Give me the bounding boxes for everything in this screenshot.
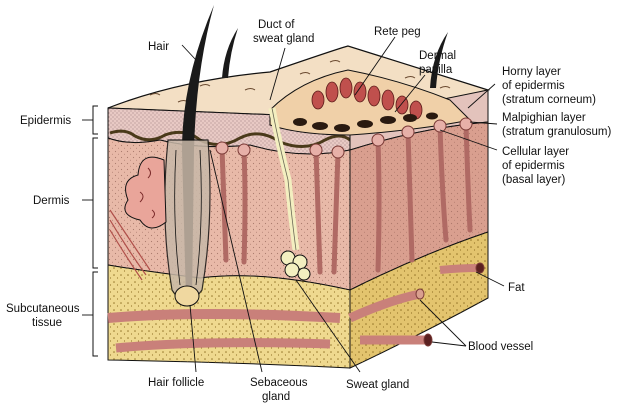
- leader-lines: [181, 36, 505, 373]
- label-cell-2: of epidermis: [502, 160, 565, 172]
- label-malp-1: Malpighian layer: [502, 112, 586, 124]
- sweat-gland-coil: [280, 250, 311, 281]
- label-blood-vessel: Blood vessel: [468, 341, 533, 353]
- hair-shaft-3: [222, 28, 238, 78]
- hair-follicle: [164, 139, 211, 302]
- label-horny-2: of epidermis: [502, 80, 565, 92]
- label-sweat-gland: Sweat gland: [346, 379, 409, 391]
- label-cell-3: (basal layer): [502, 174, 565, 186]
- label-malp-2: (stratum granulosum): [502, 126, 611, 138]
- label-rete-peg: Rete peg: [374, 26, 421, 38]
- label-hair: Hair: [148, 41, 169, 53]
- label-sebaceous-1: Sebaceous: [250, 377, 308, 389]
- dermal-vessel-loops: [215, 117, 473, 159]
- sebaceous-gland: [124, 156, 167, 229]
- dermal-vessels: [219, 121, 473, 275]
- hair-shaft-2: [430, 32, 448, 88]
- label-dermal-1: Dermal: [419, 50, 456, 62]
- label-epidermis: Epidermis: [20, 115, 71, 127]
- label-subq-1: Subcutaneous: [6, 303, 80, 315]
- rete-pegs: [311, 77, 423, 120]
- label-cell-1: Cellular layer: [502, 146, 569, 158]
- label-duct-1: Duct of: [258, 19, 295, 31]
- layer-brackets: [82, 105, 98, 357]
- label-hair-follicle: Hair follicle: [148, 377, 204, 389]
- hair-bulb: [174, 285, 200, 307]
- label-sebaceous-2: gland: [262, 391, 290, 403]
- label-dermis: Dermis: [33, 195, 70, 207]
- blood-vessels: [107, 262, 485, 353]
- label-duct-2: sweat gland: [253, 33, 314, 45]
- label-horny-3: (stratum corneum): [502, 94, 596, 106]
- muscle-strands: [109, 209, 151, 281]
- label-fat: Fat: [508, 282, 525, 294]
- label-horny-1: Horny layer: [502, 66, 561, 78]
- label-dermal-2: papilla: [419, 64, 453, 76]
- label-subq-2: tissue: [32, 317, 62, 329]
- dermal-papilla-dark: [293, 112, 438, 132]
